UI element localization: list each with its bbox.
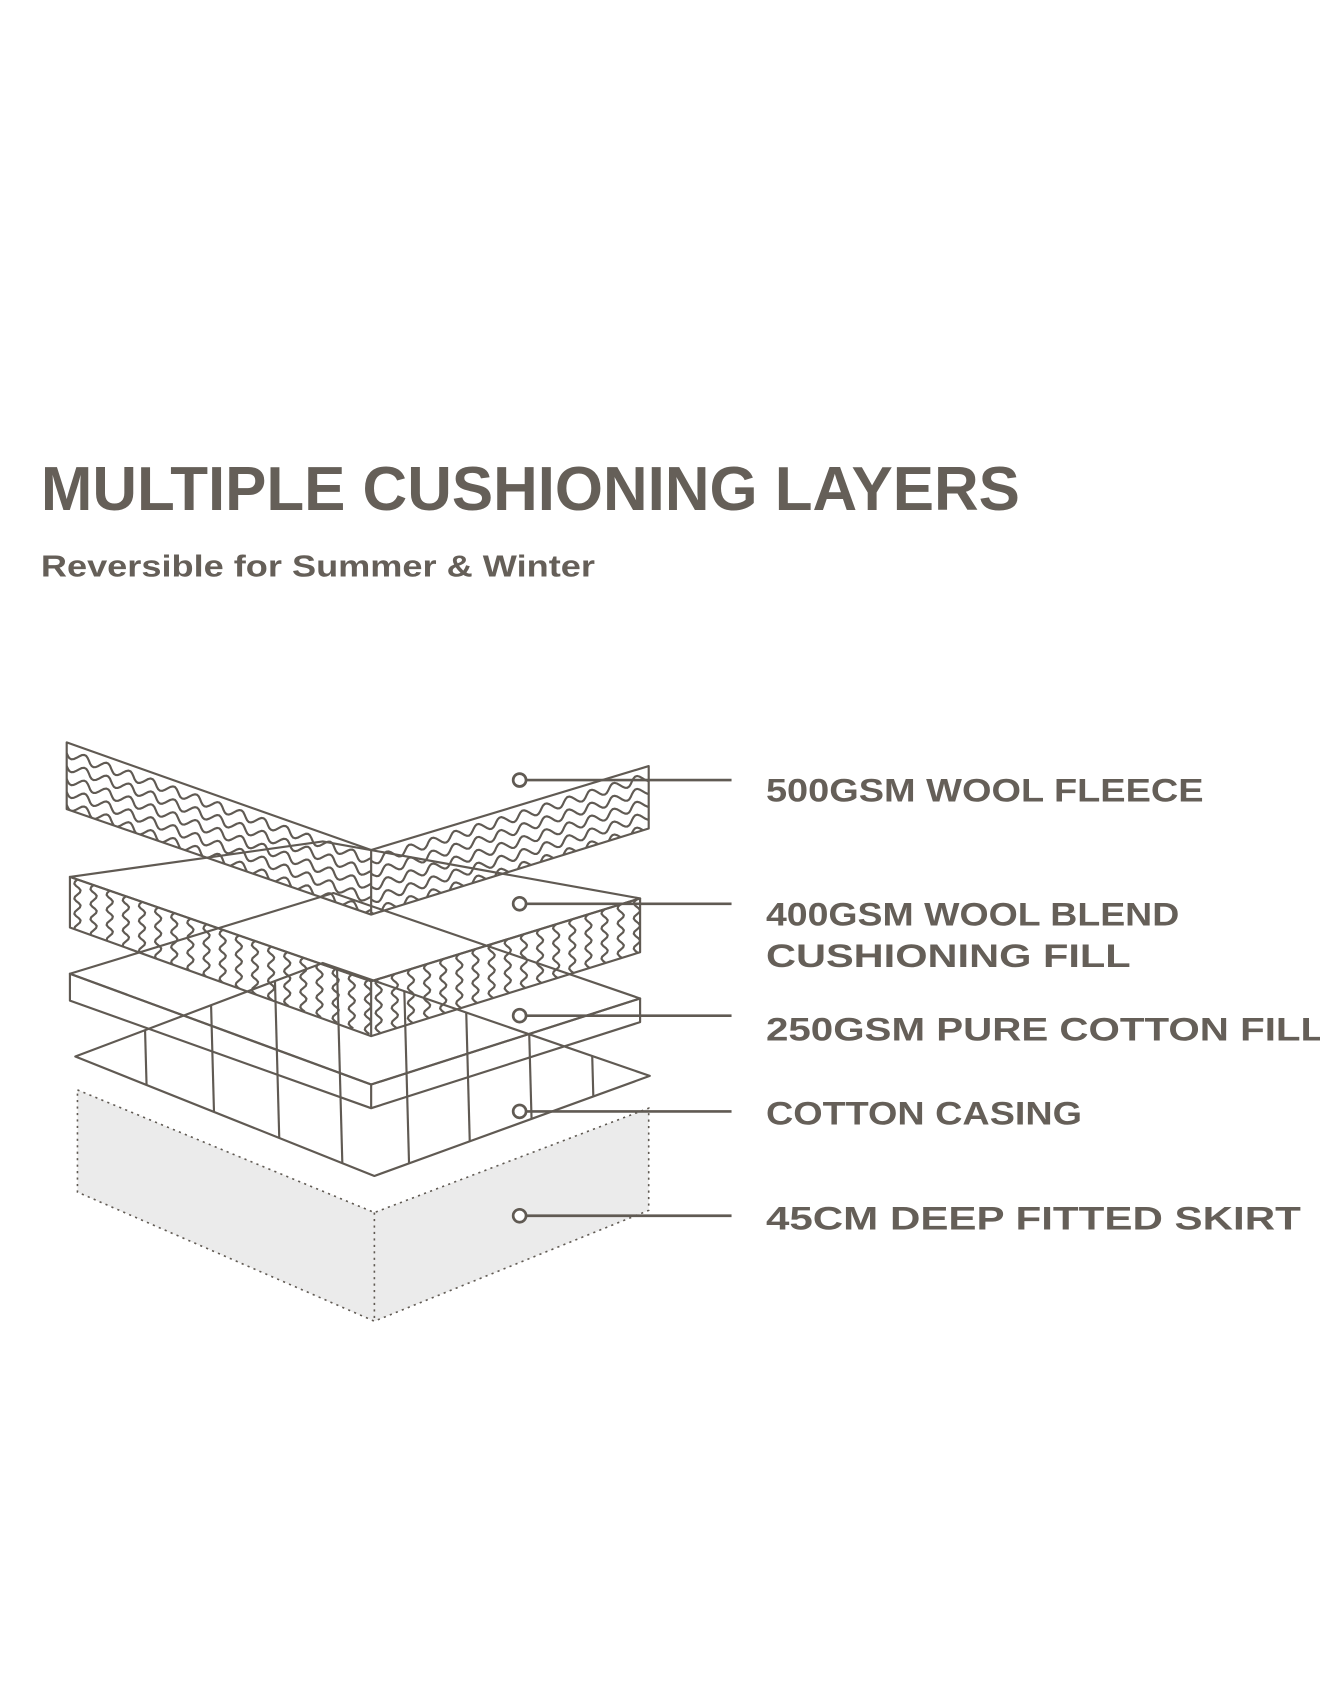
fleece-wave — [371, 774, 649, 865]
page-subtitle: Reversible for Summer & Winter — [41, 551, 595, 584]
blend-wave — [584, 913, 593, 969]
blend-wave — [535, 928, 545, 984]
casing-stripe — [402, 962, 411, 1176]
fleece-wave — [371, 813, 649, 904]
wool-blend-layer — [68, 840, 642, 1038]
blend-wave — [632, 898, 641, 955]
blend-wave — [616, 903, 625, 959]
layer-callout: 400GSM WOOL BLEND CUSHIONING FILL — [511, 895, 1179, 974]
fitted-skirt-layer — [76, 1088, 650, 1323]
fleece-wave — [371, 800, 649, 891]
blend-wave — [299, 956, 308, 1013]
wool-fleece-layer — [66, 742, 650, 916]
fleece-wave — [66, 791, 372, 902]
fleece-wave — [66, 765, 372, 876]
layer-label: CUSHIONING FILL — [766, 938, 1131, 974]
blend-wave — [137, 901, 147, 957]
blend-wave — [105, 889, 114, 946]
blend-wave — [186, 917, 195, 974]
blend-wave — [73, 878, 82, 935]
blend-wave — [374, 978, 383, 1034]
blend-wave — [283, 951, 292, 1007]
blend-wave — [331, 968, 340, 1024]
blend-wave — [455, 953, 464, 1009]
page-title: MULTIPLE CUSHIONING LAYERS — [41, 455, 1020, 524]
blend-wave — [202, 923, 211, 979]
blend-wave — [551, 923, 561, 979]
fleece-wave — [66, 804, 372, 915]
blend-wave — [503, 938, 512, 994]
leader-dot-icon — [511, 895, 528, 912]
blend-wave — [568, 918, 577, 974]
blend-wave — [406, 968, 416, 1024]
leader-dot-icon — [511, 1007, 528, 1024]
blend-wave — [315, 962, 324, 1019]
blend-wave — [363, 979, 372, 1035]
fleece-wave — [66, 752, 372, 863]
layer-label: 45CM DEEP FITTED SKIRT — [766, 1201, 1301, 1237]
leader-dot-icon — [511, 1103, 528, 1120]
blend-wave — [170, 912, 179, 968]
blend-wave — [471, 948, 480, 1004]
blend-wave — [218, 929, 227, 985]
blend-wave — [266, 945, 276, 1002]
blend-wave — [487, 943, 496, 999]
layer-callout: 250GSM PURE COTTON FILL — [511, 1007, 1320, 1047]
layer-label: 500GSM WOOL FLEECE — [766, 773, 1204, 809]
leader-dot-icon — [511, 772, 528, 788]
blend-wave — [347, 973, 356, 1030]
blend-wave — [600, 908, 609, 965]
leader-dot-icon — [511, 1207, 528, 1224]
layer-label: COTTON CASING — [766, 1095, 1082, 1131]
blend-wave — [519, 933, 529, 989]
blend-wave — [121, 895, 131, 951]
cotton-fill-layer — [68, 891, 642, 1110]
blend-wave — [250, 940, 260, 996]
fleece-wave — [371, 787, 649, 878]
blend-wave — [89, 884, 98, 940]
blend-wave — [234, 934, 244, 991]
layer-label: 250GSM PURE COTTON FILL — [766, 1011, 1320, 1047]
layer-label: 400GSM WOOL BLEND — [766, 896, 1179, 932]
blend-wave — [390, 973, 400, 1029]
blend-wave — [439, 958, 448, 1014]
blend-wave — [422, 963, 432, 1019]
blend-wave — [153, 906, 163, 963]
layer-callout: 45CM DEEP FITTED SKIRT — [511, 1201, 1301, 1237]
layer-callout: COTTON CASING — [511, 1095, 1082, 1131]
fleece-wave — [66, 778, 372, 889]
layer-callout: 500GSM WOOL FLEECE — [511, 772, 1204, 809]
